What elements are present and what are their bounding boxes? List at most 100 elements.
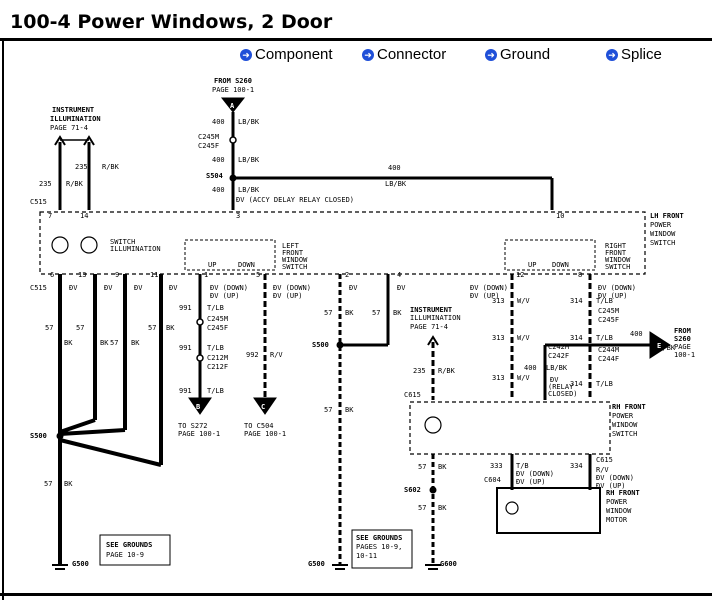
diagram-label: T/LB <box>596 380 613 388</box>
diagram-label: BK <box>166 324 175 332</box>
diagram-label: POWER <box>612 412 634 420</box>
diagram-label: ĐV <box>349 284 358 292</box>
diagram-label: FROM S260 <box>214 77 252 85</box>
rf-window-switch <box>504 239 596 271</box>
diagram-label: W/V <box>517 334 530 342</box>
diagram-label: POWER <box>650 221 672 229</box>
motor-icon <box>505 501 519 515</box>
diagram-label: ĐV (UP) <box>596 482 626 490</box>
diagram-label: ILLUMINATION <box>50 115 101 123</box>
diagram-label: INSTRUMENT <box>52 106 94 114</box>
diagram-label: 2 <box>345 271 349 279</box>
diagram-label: 100-1 <box>674 351 695 359</box>
lamp-icon <box>51 236 69 254</box>
arrow-up-icon <box>427 335 439 346</box>
diagram-label: ĐV (UP) <box>210 292 240 300</box>
diagram-label: MOTOR <box>606 516 628 524</box>
nav-component-link[interactable]: ➜Component <box>240 46 333 63</box>
diagram-label: C615 <box>596 456 613 464</box>
diagram-label: C242M <box>548 343 569 351</box>
title-rule <box>0 38 712 41</box>
nav-splice-link[interactable]: ➜Splice <box>606 46 662 63</box>
diagram-label: 14 <box>80 212 88 220</box>
connector-arrow-e <box>649 331 671 359</box>
diagram-label: PAGE 10-9 <box>106 551 144 559</box>
diagram-label: 57 <box>148 324 156 332</box>
diagram-label: BK <box>345 309 354 317</box>
lamp-icon <box>80 236 98 254</box>
diagram-label: R/V <box>270 351 283 359</box>
splice-s602 <box>429 486 437 494</box>
diagram-label: C245M <box>198 133 219 141</box>
diagram-label: C242F <box>548 352 569 360</box>
diagram-label: PAGE 100-1 <box>244 430 286 438</box>
diagram-label: 400 <box>388 164 401 172</box>
diagram-label: ILLUMINATION <box>110 245 161 253</box>
diagram-label: SWITCH <box>282 263 307 271</box>
diagram-label: ĐV <box>104 284 113 292</box>
diagram-label: T/LB <box>596 297 613 305</box>
diagram-label: RIGHT <box>605 242 627 250</box>
diagram-label: 5 <box>256 271 260 279</box>
diagram-label: 57 <box>110 339 118 347</box>
diagram-label: 6 <box>50 271 54 279</box>
diagram-label: PAGE <box>674 343 691 351</box>
diagram-label: WINDOW <box>605 256 631 264</box>
diagram-label: PAGES 10-9, <box>356 543 402 551</box>
diagram-label: C <box>261 403 265 411</box>
connector-arrow-a <box>220 97 246 113</box>
diagram-label: ILLUMINATION <box>410 314 461 322</box>
diagram-label: WINDOW <box>606 507 632 515</box>
diagram-label: UP <box>528 261 536 269</box>
diagram-label: BK <box>64 339 73 347</box>
diagram-label: 400 <box>524 364 537 372</box>
diagram-label: C245F <box>598 316 619 324</box>
diagram-label: 400 <box>212 186 225 194</box>
nav-connector-link[interactable]: ➜Connector <box>362 46 446 63</box>
diagram-label: 57 <box>372 309 380 317</box>
diagram-label: FROM <box>674 327 691 335</box>
diagram-label: LB/BK <box>385 180 407 188</box>
rh-motor-box <box>496 487 601 534</box>
diagram-label: ĐV (UP) <box>273 292 303 300</box>
diagram-label: 7 <box>48 212 52 220</box>
diagram-label: BK <box>345 406 354 414</box>
diagram-label: PAGE 100-1 <box>212 86 254 94</box>
diagram-label: 57 <box>418 463 426 471</box>
diagram-label: C245M <box>207 315 228 323</box>
diagram-label: 400 <box>212 118 225 126</box>
splice-s500b <box>336 341 344 349</box>
diagram-label: A <box>230 102 235 110</box>
diagram-label: WINDOW <box>650 230 676 238</box>
diagram-label: ĐV (UP) <box>516 478 546 486</box>
diagram-label: S602 <box>404 486 421 494</box>
diagram-label: BK <box>131 339 140 347</box>
diagram-label: C245F <box>198 142 219 150</box>
diagram-label: G500 <box>308 560 325 568</box>
diagram-label: C244M <box>598 346 619 354</box>
arrow-right-icon: ➜ <box>362 49 374 61</box>
diagram-label: E <box>657 342 661 350</box>
diagram-label: (RELAY <box>548 383 574 391</box>
diagram-label: LEFT <box>282 242 300 250</box>
diagram-label: 8 <box>578 271 582 279</box>
diagram-label: 12 <box>516 271 524 279</box>
nav-ground-link[interactable]: ➜Ground <box>485 46 550 63</box>
diagram-label: 57 <box>418 504 426 512</box>
diagram-label: 235 <box>413 367 426 375</box>
diagram-label: 992 <box>246 351 259 359</box>
diagram-label: 991 <box>179 304 192 312</box>
diagram-label: 235 <box>75 163 88 171</box>
diagram-label: T/B <box>516 462 529 470</box>
diagram-label: INSTRUMENT <box>410 306 452 314</box>
diagram-label: W/V <box>517 297 530 305</box>
diagram-label: ĐV <box>397 284 406 292</box>
diagram-label: C212F <box>207 363 228 371</box>
diagram-label: ĐV <box>134 284 143 292</box>
diagram-label: 3 <box>236 212 240 220</box>
diagram-label: SEE GROUNDS <box>106 541 152 549</box>
diagram-label: ĐV (DOWN) <box>596 474 634 482</box>
diagram-label: 314 <box>570 380 583 388</box>
diagram-label: S260 <box>674 335 691 343</box>
diagram-label: ĐV (DOWN) <box>273 284 311 292</box>
